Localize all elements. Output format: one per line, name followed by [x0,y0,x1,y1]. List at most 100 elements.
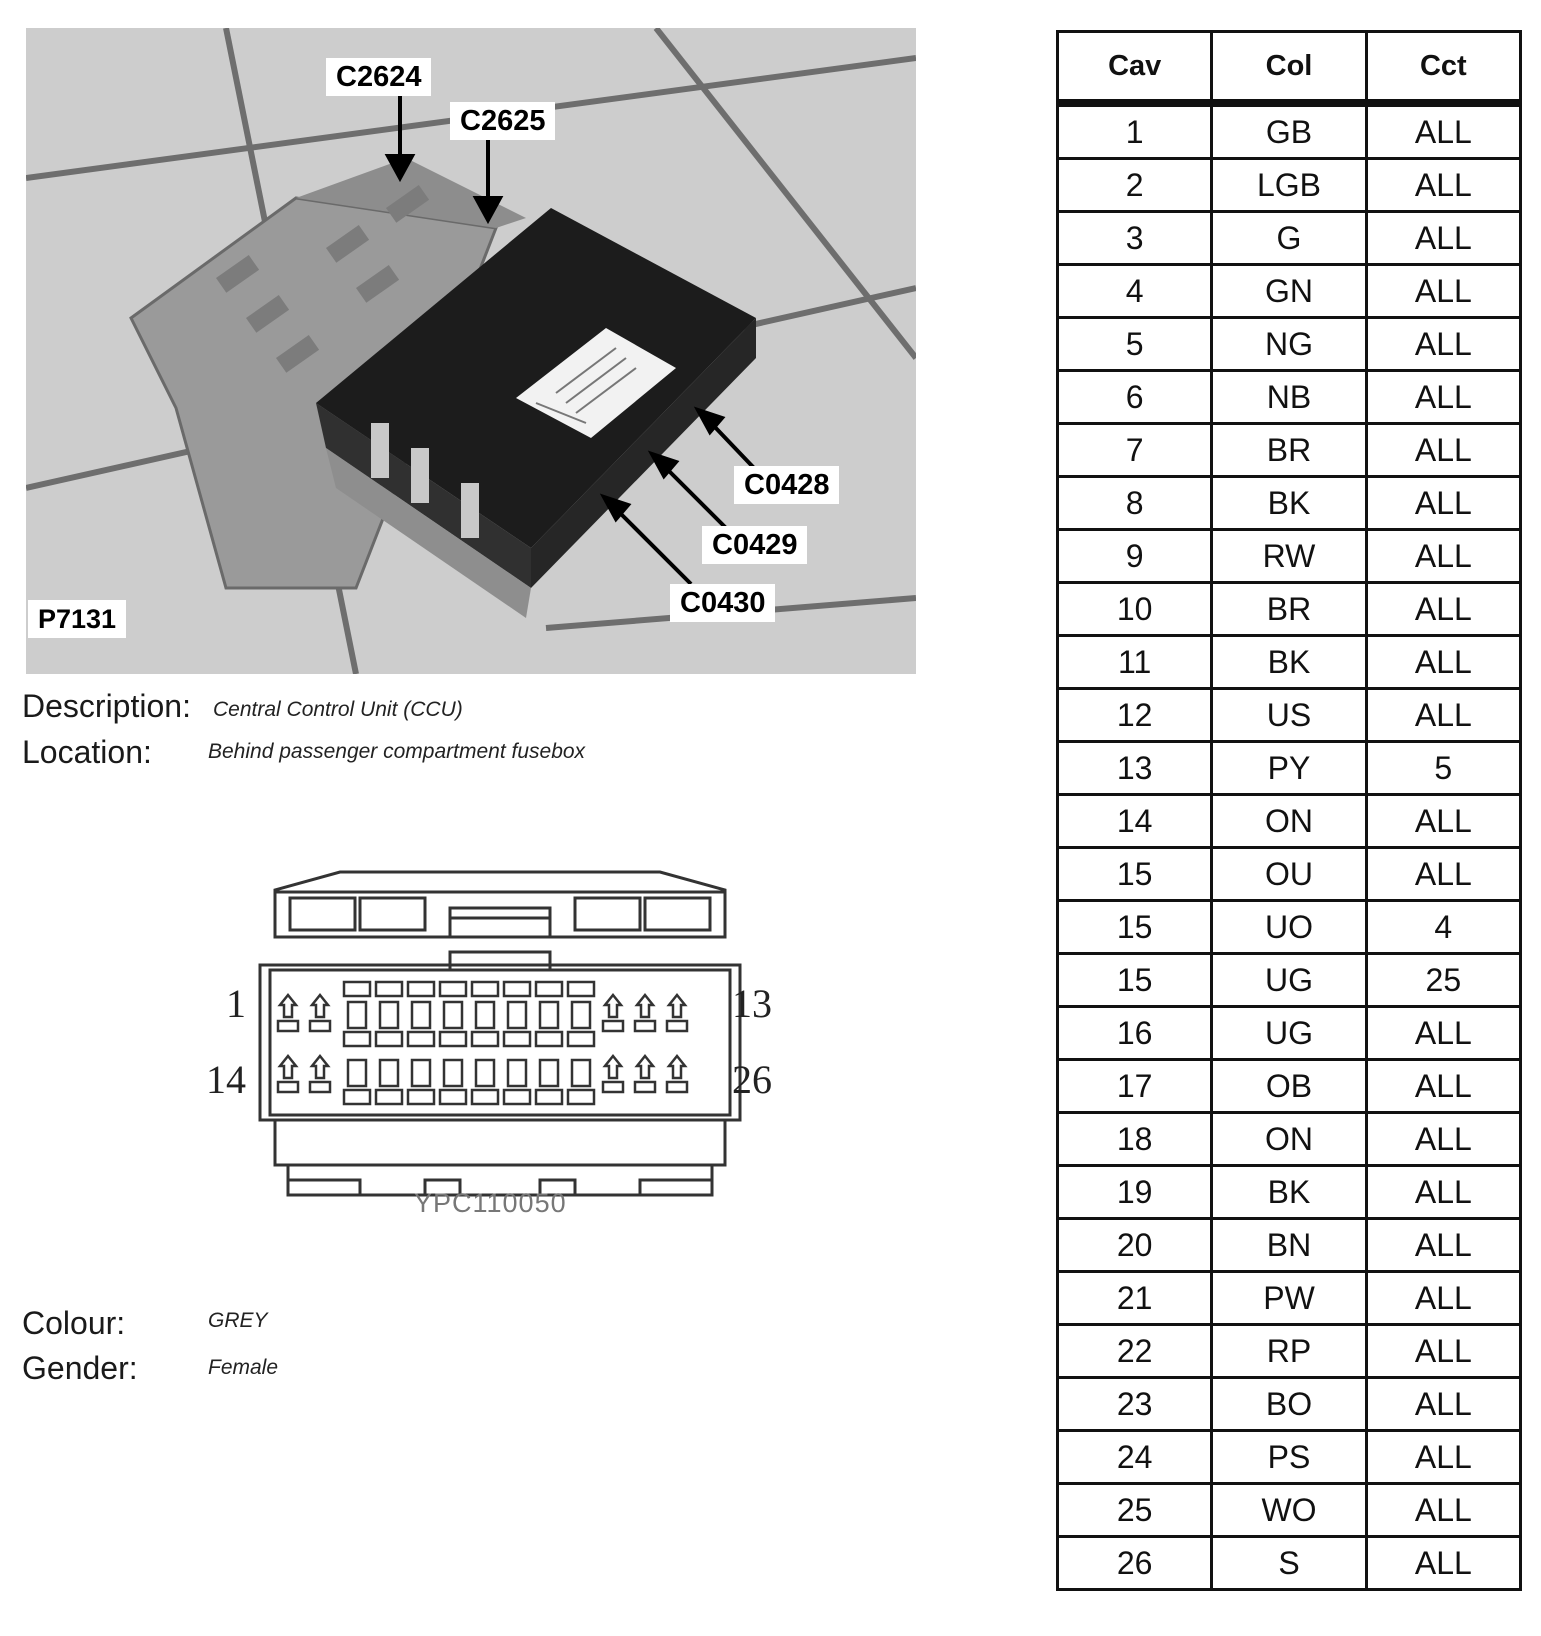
cell-cav: 18 [1055,1111,1214,1167]
cell-cct: ALL [1364,687,1523,743]
ccu-photo: C2624 C2625 C0428 C0429 C0430 P7131 [26,28,916,674]
cell-col: BK [1210,634,1368,690]
callout-c0428: C0428 [734,466,840,504]
cell-cct: ALL [1364,1323,1523,1379]
cell-col: PS [1210,1429,1368,1485]
gender-label: Gender: [22,1350,138,1386]
cell-cct: ALL [1364,1535,1523,1591]
cell-cav: 17 [1055,1058,1214,1114]
cell-cav: 14 [1055,793,1214,849]
cell-cct: ALL [1364,369,1523,425]
callout-c2625: C2625 [450,102,556,140]
pin-label-top-left: 1 [226,981,246,1026]
cell-col: ON [1210,1111,1368,1167]
callout-c0430: C0430 [670,584,776,622]
cell-cct: ALL [1364,263,1523,319]
callout-c2624: C2624 [326,58,432,96]
cell-cav: 2 [1055,157,1214,213]
cell-cav: 7 [1055,422,1214,478]
cell-col: BK [1210,475,1368,531]
cell-col: NG [1210,316,1368,372]
colour-value: GREY [208,1309,268,1332]
cell-cav: 8 [1055,475,1214,531]
cell-col: RW [1210,528,1368,584]
cell-col: BN [1210,1217,1368,1273]
cell-cav: 11 [1055,634,1214,690]
cell-cav: 5 [1055,316,1214,372]
pin-label-bottom-left: 14 [206,1057,246,1102]
pin-label-top-right: 13 [732,981,772,1026]
cell-cav: 1 [1055,101,1214,160]
cell-col: G [1210,210,1368,266]
cell-cct: ALL [1364,1376,1523,1432]
cell-col: UG [1210,1005,1368,1061]
cell-cct: ALL [1364,1005,1523,1061]
cell-col: PY [1210,740,1368,796]
cell-cav: 6 [1055,369,1214,425]
cell-cav: 20 [1055,1217,1214,1273]
cell-col: BK [1210,1164,1368,1220]
cell-cav: 15 [1055,846,1214,902]
connector-outline [258,870,742,1197]
description-value: Central Control Unit (CCU) [213,698,463,721]
cell-col: WO [1210,1482,1368,1538]
cell-cct: ALL [1364,1429,1523,1485]
header-cav: Cav [1055,30,1214,107]
cell-cct: ALL [1364,475,1523,531]
pin-label-bottom-right: 26 [732,1057,772,1102]
cell-cct: 25 [1364,952,1523,1008]
cell-col: NB [1210,369,1368,425]
cell-col: BO [1210,1376,1368,1432]
cell-cct: ALL [1364,157,1523,213]
cell-col: US [1210,687,1368,743]
cell-cct: ALL [1364,793,1523,849]
cell-cct: ALL [1364,1217,1523,1273]
cell-cav: 24 [1055,1429,1214,1485]
description-label: Description: [22,688,191,724]
cell-cav: 21 [1055,1270,1214,1326]
cell-cct: ALL [1364,634,1523,690]
table-header-row: Cav Col Cct [1055,30,1523,107]
header-cct: Cct [1364,30,1523,107]
cell-col: RP [1210,1323,1368,1379]
cell-cct: ALL [1364,210,1523,266]
cell-col: BR [1210,422,1368,478]
cell-cct: ALL [1364,316,1523,372]
cell-col: UO [1210,899,1368,955]
cell-cct: ALL [1364,528,1523,584]
figure-ref: P7131 [28,600,127,638]
cell-cct: ALL [1364,581,1523,637]
header-col: Col [1210,30,1368,107]
cell-cct: 5 [1364,740,1523,796]
cell-col: GN [1210,263,1368,319]
connector-part-number: YPC110050 [414,1188,567,1218]
cell-cct: ALL [1364,1482,1523,1538]
connector-face-diagram: 1 13 14 26 YPC110050 [200,860,800,1220]
cell-col: GB [1210,101,1368,160]
cell-cct: ALL [1364,846,1523,902]
cell-cct: ALL [1364,1164,1523,1220]
cell-col: LGB [1210,157,1368,213]
cell-col: UG [1210,952,1368,1008]
cell-cct: ALL [1364,101,1523,160]
cell-col: BR [1210,581,1368,637]
